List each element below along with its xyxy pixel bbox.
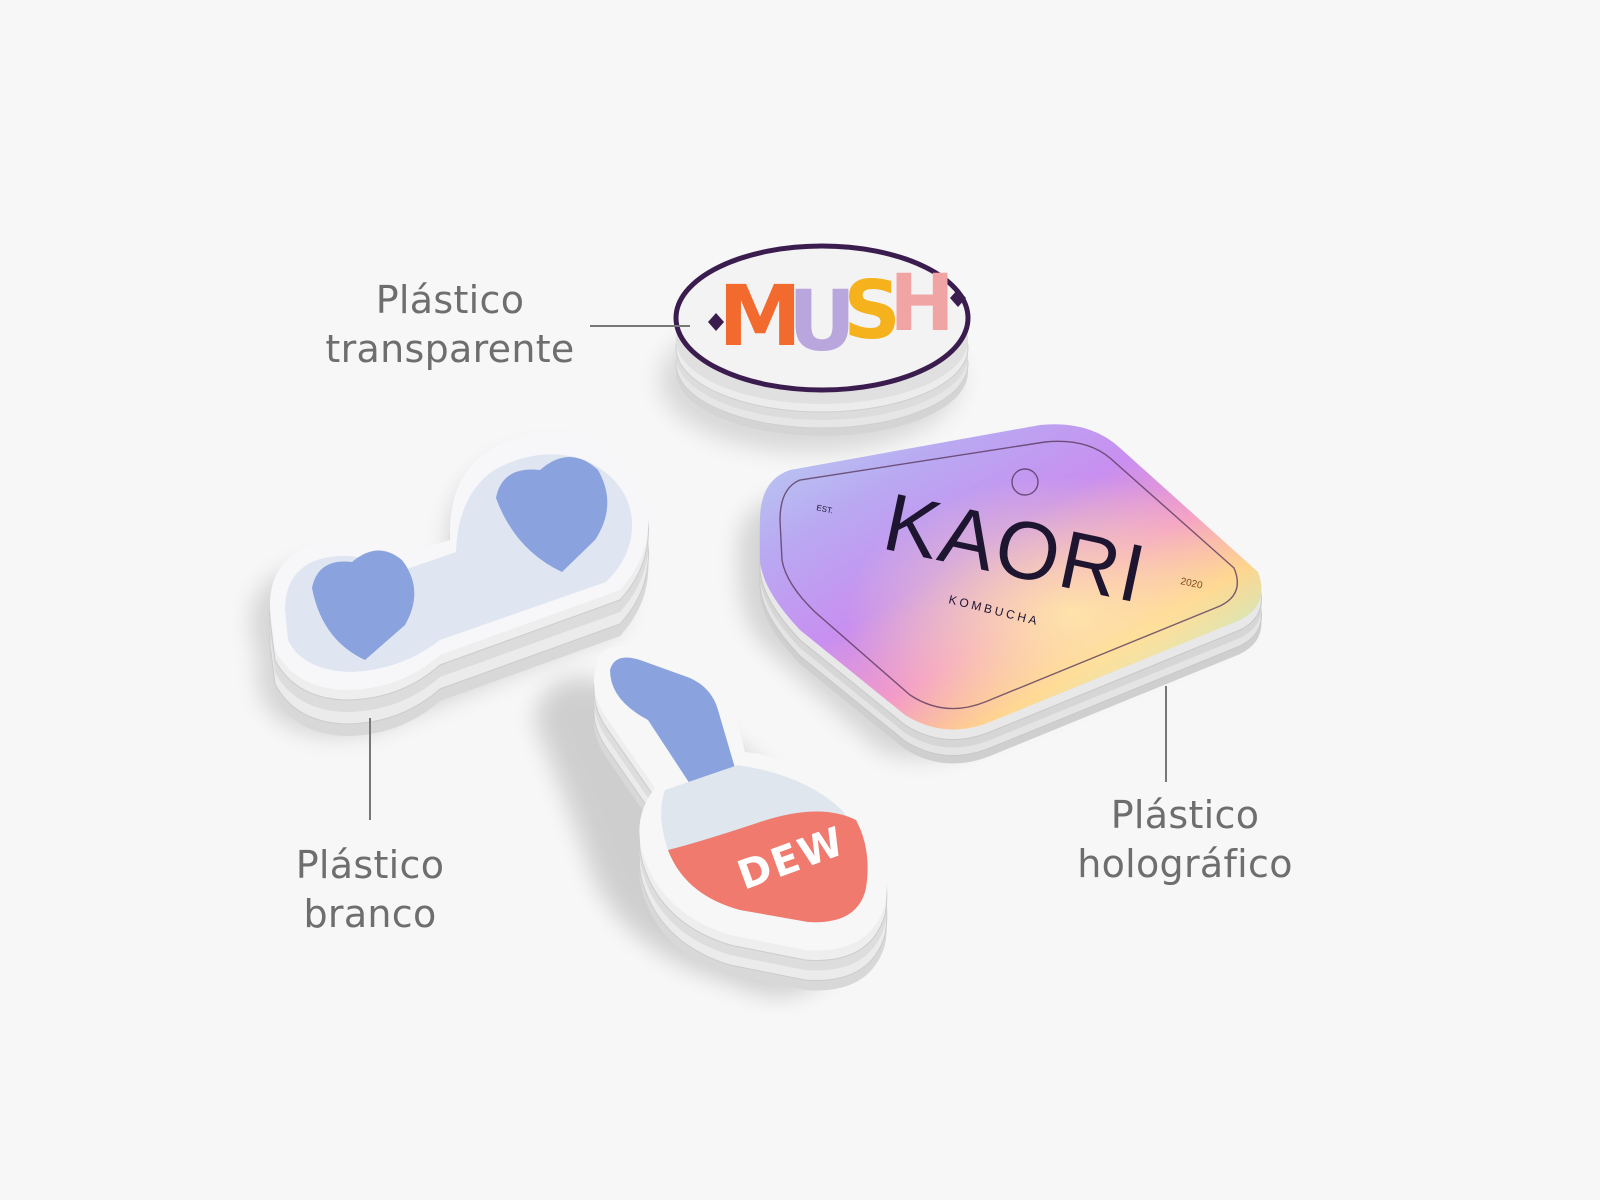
kaori-sticker-stack: KAORI EST. 2020 KOMBUCHA — [739, 424, 1262, 764]
polish-cap — [610, 657, 735, 784]
label-line-1: Plástico — [375, 278, 525, 322]
kaori-year: 2020 — [1179, 576, 1203, 591]
flower-icon — [1011, 468, 1039, 496]
polish-liquid — [668, 811, 868, 923]
left-heart-lens — [312, 550, 415, 660]
kaori-est: EST. — [816, 503, 834, 515]
label-plastico-holografico: Plástico holográfico — [1040, 791, 1330, 889]
label-line-2: holográfico — [1077, 842, 1293, 886]
label-line-1: Plástico — [1110, 793, 1260, 837]
mush-sticker-face — [673, 243, 971, 393]
mush-sticker-stack: M U S H — [660, 243, 971, 452]
label-line-1: Plástico — [295, 843, 445, 887]
label-line-2: transparente — [325, 327, 575, 371]
kaori-inner-border — [779, 440, 1238, 710]
sparkle-icon — [708, 313, 724, 331]
heart-glasses-sticker-stack — [251, 431, 649, 736]
sparkle-icon — [950, 289, 966, 307]
label-line-2: branco — [303, 892, 437, 936]
mush-letter-u: U — [788, 272, 856, 370]
mush-letter-h: H — [889, 259, 954, 349]
label-plastico-transparente: Plástico transparente — [290, 276, 610, 374]
label-plastico-branco: Plástico branco — [250, 841, 490, 939]
mush-letter-s: S — [843, 264, 901, 357]
mush-letter-m: M — [718, 267, 802, 365]
dew-sticker-stack: DEW — [535, 646, 888, 996]
right-heart-lens — [496, 457, 608, 572]
